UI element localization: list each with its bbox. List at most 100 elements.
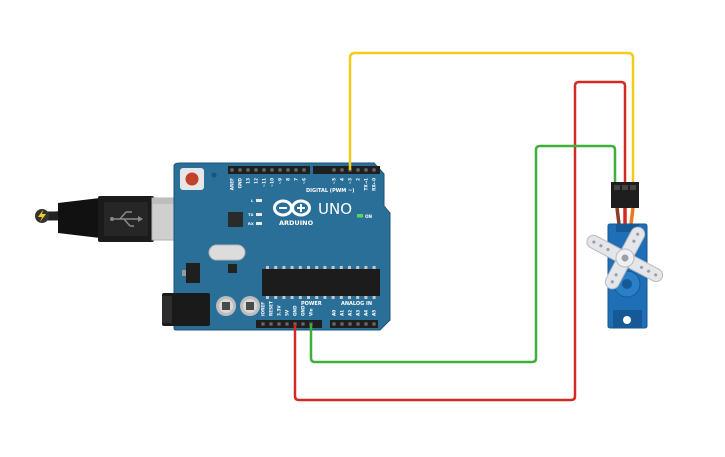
digital-pin-hole-9[interactable]	[302, 168, 306, 172]
wire-red-5v[interactable]	[293, 80, 627, 402]
analog-pin-label-2: A2	[348, 310, 353, 316]
crystal-oscillator	[208, 244, 246, 261]
capacitor-2	[240, 296, 260, 316]
led-on	[357, 214, 363, 218]
power-jack[interactable]	[162, 293, 210, 326]
analog-pin-hole-0[interactable]	[332, 322, 336, 326]
digital-pin-label-10: ~5	[332, 178, 337, 185]
board-brand: ARDUINO	[279, 219, 314, 227]
digital-pin-label-12: ~3	[348, 178, 353, 185]
digital-pin-hole-11[interactable]	[340, 168, 344, 172]
digital-pin-hole-15[interactable]	[372, 168, 376, 172]
servo-mounting-hole	[623, 316, 631, 324]
led-on-label: ON	[365, 214, 373, 219]
usb-cable-boot	[58, 198, 100, 238]
digital-pin-label-2: 13	[246, 178, 251, 184]
digital-pin-hole-6[interactable]	[278, 168, 282, 172]
arduino-logo-icon	[273, 199, 311, 217]
digital-pin-hole-14[interactable]	[364, 168, 368, 172]
servo-motor[interactable]	[572, 182, 678, 329]
digital-pin-hole-7[interactable]	[286, 168, 290, 172]
led-rx	[256, 222, 262, 225]
power-pin-hole-1[interactable]	[269, 322, 273, 326]
power-pin-label-3: 5V	[285, 309, 290, 316]
analog-pin-label-0: A0	[332, 310, 337, 316]
digital-pin-label-13: 2	[356, 178, 361, 181]
digital-header-strip-2	[313, 166, 380, 174]
voltage-regulator	[186, 263, 200, 283]
power-pin-hole-3[interactable]	[285, 322, 289, 326]
analog-pin-label-3: A3	[356, 310, 361, 316]
digital-pin-label-15: RX←0	[372, 178, 377, 191]
servo-connector-pin-2	[622, 185, 628, 190]
power-pin-hole-5[interactable]	[301, 322, 305, 326]
power-pin-hole-2[interactable]	[277, 322, 281, 326]
lightning-icon	[35, 209, 49, 223]
power-header-strip	[256, 320, 322, 328]
digital-pin-label-6: ~9	[278, 178, 283, 185]
digital-pin-hole-8[interactable]	[294, 168, 298, 172]
power-pin-label-6: Vin	[309, 308, 314, 316]
analog-pin-label-1: A1	[340, 310, 345, 316]
digital-pin-label-3: 12	[254, 178, 259, 184]
servo-top-tab	[616, 224, 639, 232]
analog-pin-hole-1[interactable]	[340, 322, 344, 326]
wire-yellow-signal[interactable]	[348, 51, 635, 186]
power-pin-label-2: 3.3V	[277, 305, 282, 316]
analog-pin-hole-4[interactable]	[364, 322, 368, 326]
digital-pin-label-14: TX→1	[364, 178, 369, 191]
wire-green-gnd[interactable]	[309, 144, 617, 364]
led-rx-label: RX	[248, 221, 254, 226]
digital-pin-hole-1[interactable]	[238, 168, 242, 172]
power-pin-label-1: RESET	[269, 301, 274, 316]
power-pin-label-0: IOREF	[261, 302, 266, 316]
servo-gear-inner	[622, 279, 632, 289]
small-ic	[228, 264, 237, 273]
analog-pin-holes[interactable]	[332, 322, 376, 326]
analog-pin-hole-2[interactable]	[348, 322, 352, 326]
reset-button[interactable]	[185, 172, 199, 186]
analog-pin-hole-5[interactable]	[372, 322, 376, 326]
power-pin-label-4: GND	[293, 305, 298, 316]
analog-header-label: ANALOG IN	[341, 301, 372, 307]
servo-connector-pin-3	[630, 185, 636, 190]
digital-pin-hole-4[interactable]	[262, 168, 266, 172]
digital-pin-label-11: 4	[340, 178, 345, 181]
power-jack-front	[162, 296, 172, 323]
chip-pins	[266, 266, 376, 299]
usb-symbol-icon	[110, 211, 143, 227]
led-tx	[256, 213, 262, 216]
digital-pin-hole-3[interactable]	[254, 168, 258, 172]
servo-horn[interactable]	[572, 208, 678, 307]
analog-header-strip	[330, 320, 378, 328]
led-l	[256, 199, 262, 202]
digital-pin-label-1: GND	[238, 177, 243, 188]
board-model: UNO	[318, 200, 352, 218]
power-pin-hole-0[interactable]	[261, 322, 265, 326]
digital-pin-label-8: 7	[294, 178, 299, 181]
mounting-hole-top	[211, 172, 217, 178]
led-tx-label: TX	[248, 212, 254, 217]
digital-pin-label-9: ~6	[302, 178, 307, 185]
digital-pin-label-0: AREF	[230, 178, 235, 190]
digital-pin-hole-10[interactable]	[332, 168, 336, 172]
servo-connector-pin-1	[614, 185, 620, 190]
led-l-label: L	[251, 198, 254, 203]
power-header-label: POWER	[301, 301, 322, 307]
digital-header-strip-1	[228, 166, 310, 174]
digital-pin-hole-0[interactable]	[230, 168, 234, 172]
digital-pin-hole-13[interactable]	[356, 168, 360, 172]
digital-pin-hole-2[interactable]	[246, 168, 250, 172]
power-pin-label-5: GND	[301, 305, 306, 316]
atmega328-chip	[262, 269, 380, 296]
analog-pin-label-4: A4	[364, 310, 369, 316]
digital-pin-hole-5[interactable]	[270, 168, 274, 172]
analog-pin-hole-3[interactable]	[356, 322, 360, 326]
digital-header-label: DIGITAL (PWM ~)	[306, 188, 354, 194]
